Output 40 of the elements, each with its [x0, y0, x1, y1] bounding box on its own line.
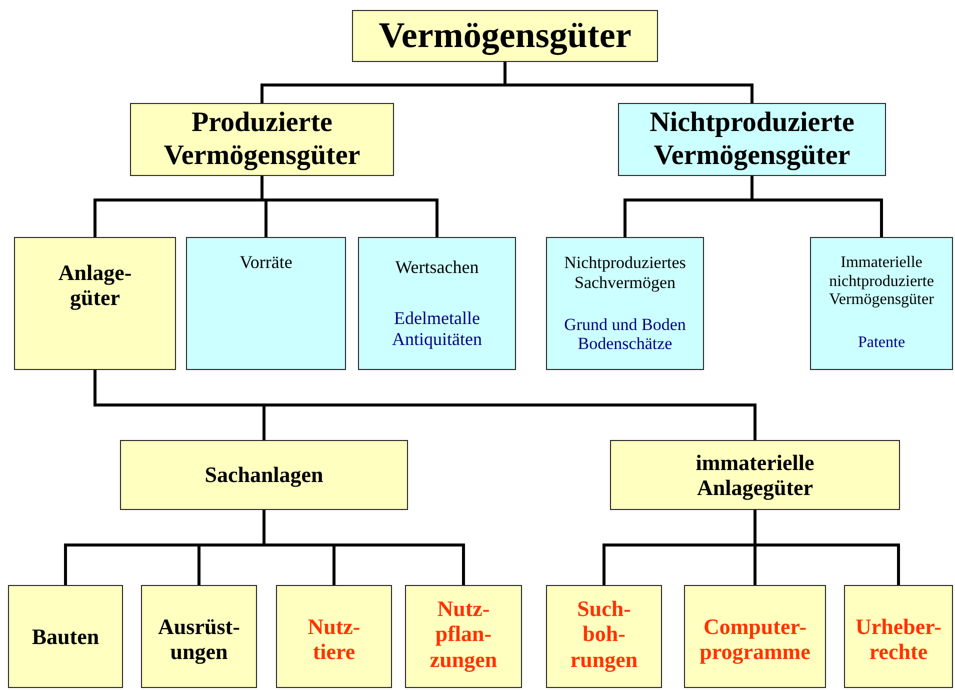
- category-label: Such- boh- rungen: [569, 596, 639, 672]
- example-list: Patente: [812, 334, 952, 353]
- category-label: Immaterielle nichtproduzierte Vermögensgüter: [828, 254, 935, 310]
- category-box: [844, 585, 953, 688]
- category-box: [141, 585, 257, 688]
- category-label: Bauten: [30, 624, 100, 650]
- category-label: Nutz- pflan- zungen: [428, 596, 498, 672]
- category-box: [8, 585, 123, 688]
- category-label: Nutz- tiere: [306, 614, 362, 665]
- category-label: Vermögensgüter: [378, 15, 632, 57]
- category-label: Urheber- rechte: [854, 614, 942, 665]
- category-label: Anlage- güter: [57, 260, 133, 311]
- category-label: Ausrüst- ungen: [157, 614, 241, 665]
- category-box: [358, 237, 516, 370]
- category-label: Sachanlagen: [204, 462, 324, 488]
- category-label: Wertsachen: [394, 257, 480, 278]
- example-list: Edelmetalle Antiquitäten: [362, 308, 512, 350]
- category-box: [352, 10, 658, 62]
- category-label: Nichtproduziertes Sachvermögen: [563, 253, 687, 292]
- connector-line: [262, 510, 465, 585]
- category-box: [684, 585, 826, 688]
- category-box: [120, 440, 408, 510]
- category-label: Nichtproduzierte Vermögensgüter: [648, 107, 856, 172]
- category-box: [186, 237, 346, 370]
- category-label: Produzierte Vermögensgüter: [162, 107, 362, 172]
- category-label: Computer- programme: [698, 614, 812, 665]
- category-box: [130, 103, 394, 176]
- category-box: [405, 585, 522, 688]
- connector-line: [750, 176, 883, 237]
- category-box: [618, 103, 886, 176]
- category-box: [546, 237, 704, 370]
- category-box: [276, 585, 392, 688]
- category-label: immaterielle Anlagegüter: [694, 450, 816, 500]
- category-box: [14, 237, 176, 370]
- category-box: [610, 440, 900, 510]
- category-label: Vorräte: [238, 252, 294, 273]
- category-box: [810, 237, 953, 370]
- example-list: Grund und Boden Bodenschätze: [547, 314, 703, 354]
- connector-line: [754, 510, 900, 585]
- category-box: [546, 585, 662, 688]
